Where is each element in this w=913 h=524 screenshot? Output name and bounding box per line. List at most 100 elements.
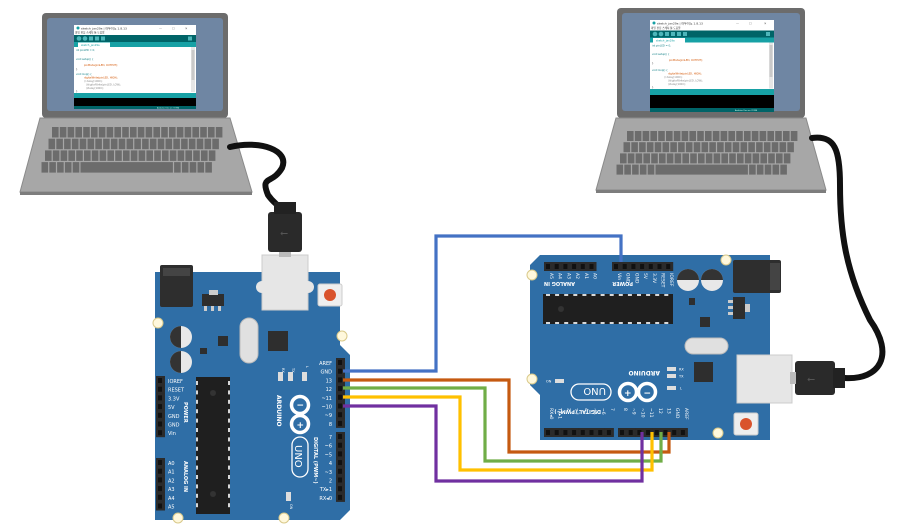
pin-label: AREF xyxy=(319,361,332,367)
header-pin[interactable] xyxy=(336,432,345,441)
key xyxy=(106,127,114,138)
header-pin[interactable] xyxy=(570,262,580,271)
header-pin[interactable] xyxy=(620,262,630,271)
header-pin[interactable] xyxy=(156,475,165,485)
header-pin[interactable] xyxy=(629,262,639,271)
ide-toolbar xyxy=(650,30,774,38)
header-pin[interactable] xyxy=(552,428,562,437)
header-pin[interactable] xyxy=(336,410,345,420)
header-pin[interactable] xyxy=(336,418,345,428)
header-pin[interactable] xyxy=(552,262,562,271)
chip-pin xyxy=(228,493,230,498)
header-pin[interactable] xyxy=(578,428,588,437)
header-pin[interactable] xyxy=(156,419,165,429)
key xyxy=(790,131,798,141)
header-pin[interactable] xyxy=(336,475,345,485)
pin-label: 7 xyxy=(609,408,615,411)
code-line: void setup() { xyxy=(76,57,94,61)
key xyxy=(693,142,701,153)
key xyxy=(173,138,180,150)
header-pin[interactable] xyxy=(604,428,614,437)
reset-button[interactable] xyxy=(733,412,759,436)
ide-toolbar xyxy=(74,35,196,42)
header-pin[interactable] xyxy=(336,440,345,450)
key xyxy=(75,127,82,138)
header-pin[interactable] xyxy=(156,410,165,420)
header-pin[interactable] xyxy=(156,393,165,403)
brand-label: ARDUINO xyxy=(275,395,282,426)
pin-label: 4 xyxy=(329,461,332,467)
header-pin[interactable] xyxy=(156,428,165,438)
header-pin[interactable] xyxy=(561,262,571,271)
chip-pin xyxy=(196,437,198,442)
header-pin[interactable] xyxy=(156,466,165,476)
pin-label: GND xyxy=(168,423,180,429)
reset-button[interactable] xyxy=(317,283,343,307)
header-pin[interactable] xyxy=(156,376,165,385)
chip-pin xyxy=(228,475,230,479)
key xyxy=(122,127,129,138)
led-label: L xyxy=(680,387,682,391)
header-pin[interactable] xyxy=(678,428,688,437)
ide-maximize-icon: ☐ xyxy=(749,22,752,26)
pin-label: ~6 xyxy=(325,444,332,450)
microcontroller-chip xyxy=(543,294,673,324)
led-label: TX xyxy=(678,375,684,379)
chip-pin xyxy=(646,294,651,296)
key xyxy=(658,131,665,141)
header-pin[interactable] xyxy=(646,262,656,271)
header-pin[interactable] xyxy=(578,262,588,271)
key xyxy=(176,127,184,138)
header-pin[interactable] xyxy=(638,262,648,271)
header-pin[interactable] xyxy=(156,458,165,467)
key xyxy=(616,164,624,175)
chip-pins xyxy=(196,381,230,508)
chip-pin xyxy=(573,322,578,324)
key xyxy=(717,142,724,153)
code-line: //digitalWrite(pinLED, LOW); xyxy=(86,83,121,87)
header-pin[interactable] xyxy=(156,492,165,502)
key xyxy=(728,131,735,141)
chip-pin xyxy=(582,322,587,324)
header-pin[interactable] xyxy=(612,262,621,271)
pin13-wire xyxy=(343,378,671,454)
header-pin[interactable] xyxy=(587,262,597,271)
code-line: digitalWrite(pinLED, HIGH); xyxy=(84,76,118,80)
header-pin[interactable] xyxy=(336,458,345,468)
header-pin[interactable] xyxy=(561,428,571,437)
key xyxy=(95,138,102,150)
header-pin[interactable] xyxy=(664,262,674,271)
header-pin[interactable] xyxy=(670,428,680,437)
key xyxy=(169,150,177,161)
header-pin[interactable] xyxy=(570,428,580,437)
header-pin[interactable] xyxy=(156,484,165,494)
header-pin[interactable] xyxy=(587,428,597,437)
ide-tab-label: sketch_jan29a xyxy=(81,43,100,47)
key xyxy=(188,138,196,150)
key xyxy=(126,138,134,150)
key xyxy=(60,150,68,161)
header-pin[interactable] xyxy=(336,466,345,476)
header-pin[interactable] xyxy=(544,262,553,271)
header-pin[interactable] xyxy=(336,492,345,502)
header-pin[interactable] xyxy=(626,428,636,437)
key xyxy=(749,164,756,175)
chip-pin xyxy=(664,322,669,324)
model-label: UNO xyxy=(583,385,606,396)
header-pin[interactable] xyxy=(156,402,165,412)
header-pin[interactable] xyxy=(544,428,553,437)
header-pin[interactable] xyxy=(618,428,627,437)
header-pin[interactable] xyxy=(655,262,665,271)
key xyxy=(760,153,767,164)
header-pin[interactable] xyxy=(336,358,345,367)
header-pin[interactable] xyxy=(596,428,606,437)
pin-label: GND xyxy=(321,370,333,376)
header-pin[interactable] xyxy=(156,384,165,394)
ide-close-icon: ✕ xyxy=(185,27,188,31)
header-pin[interactable] xyxy=(336,484,345,494)
pin-label: A4 xyxy=(168,496,175,502)
header-pin[interactable] xyxy=(156,501,165,511)
header-pin[interactable] xyxy=(336,449,345,459)
pin-label: 7 xyxy=(329,435,332,441)
